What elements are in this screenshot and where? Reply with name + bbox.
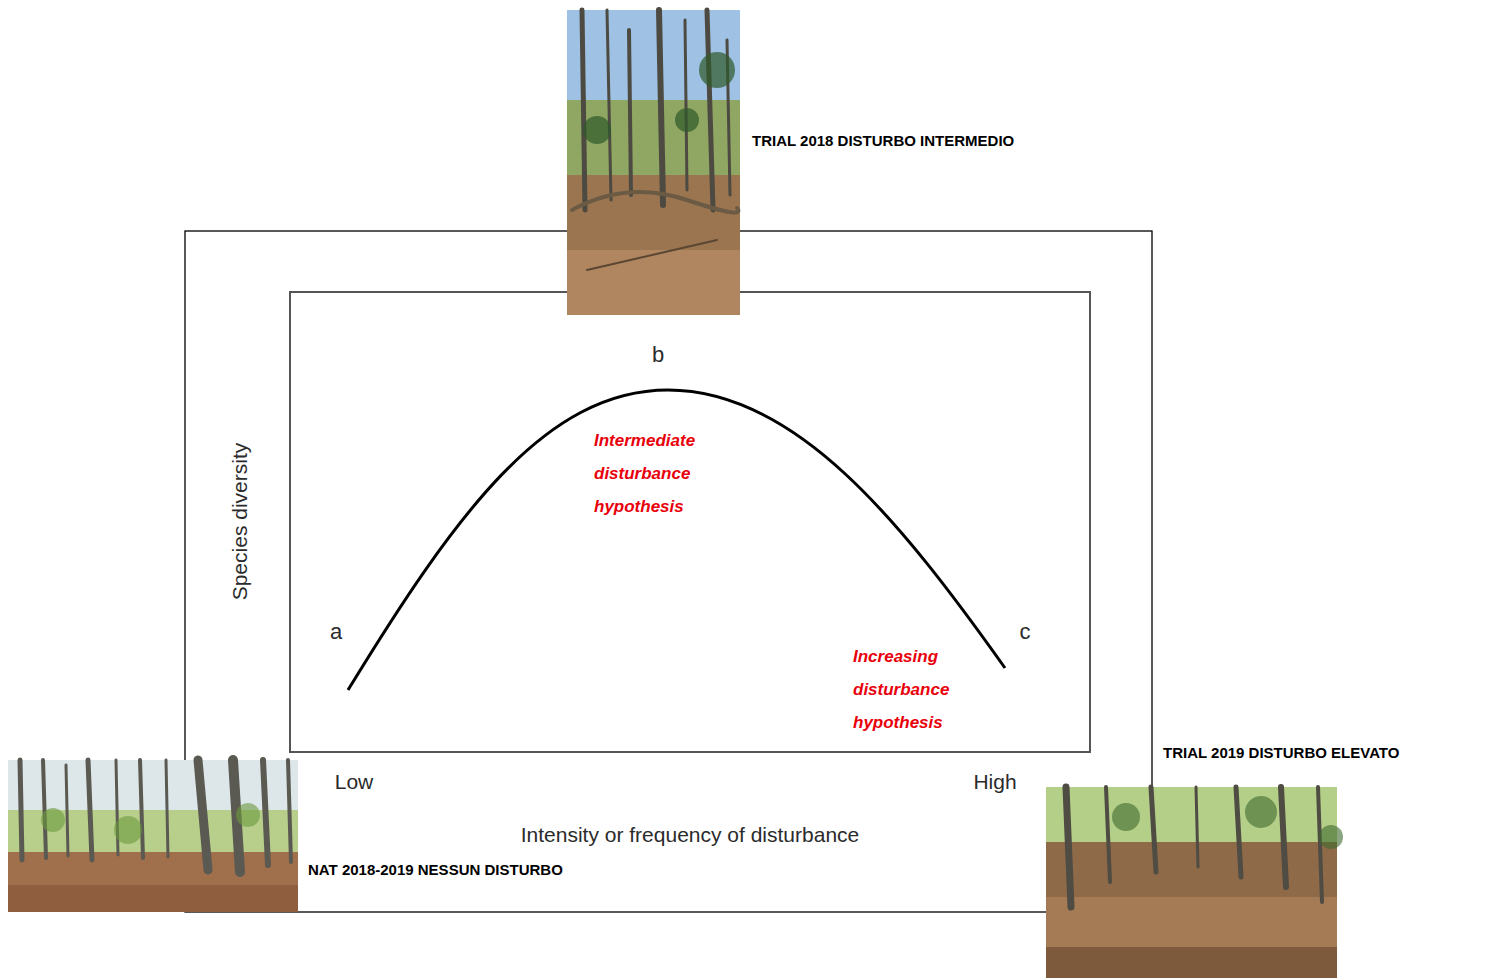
outer-frame <box>185 231 1152 912</box>
photo-caption: TRIAL 2018 DISTURBO INTERMEDIO <box>752 132 1014 149</box>
photo-caption: TRIAL 2019 DISTURBO ELEVATO <box>1163 744 1399 761</box>
axis-tick: Low <box>335 770 374 793</box>
photo-panel: TRIAL 2018 DISTURBO INTERMEDIO <box>567 10 740 315</box>
point-label: c <box>1020 620 1031 644</box>
hypothesis-note: Increasing disturbance hypothesis <box>853 640 983 739</box>
forest-photo <box>567 10 740 315</box>
axis-title: Species diversity <box>228 443 251 601</box>
diversity-curve <box>348 390 1005 690</box>
hypothesis-note: Intermediate disturbance hypothesis <box>594 424 734 523</box>
photo-panel: NAT 2018-2019 NESSUN DISTURBO <box>8 760 298 912</box>
axis-title: Intensity or frequency of disturbance <box>521 823 860 846</box>
forest-photo <box>8 760 298 912</box>
plot-frame <box>290 292 1090 752</box>
point-label: b <box>652 343 664 367</box>
photo-panel: TRIAL 2019 DISTURBO ELEVATO <box>1046 787 1337 978</box>
axis-tick: High <box>973 770 1016 793</box>
point-label: a <box>330 620 342 644</box>
photo-caption: NAT 2018-2019 NESSUN DISTURBO <box>308 861 563 878</box>
forest-photo <box>1046 787 1343 978</box>
